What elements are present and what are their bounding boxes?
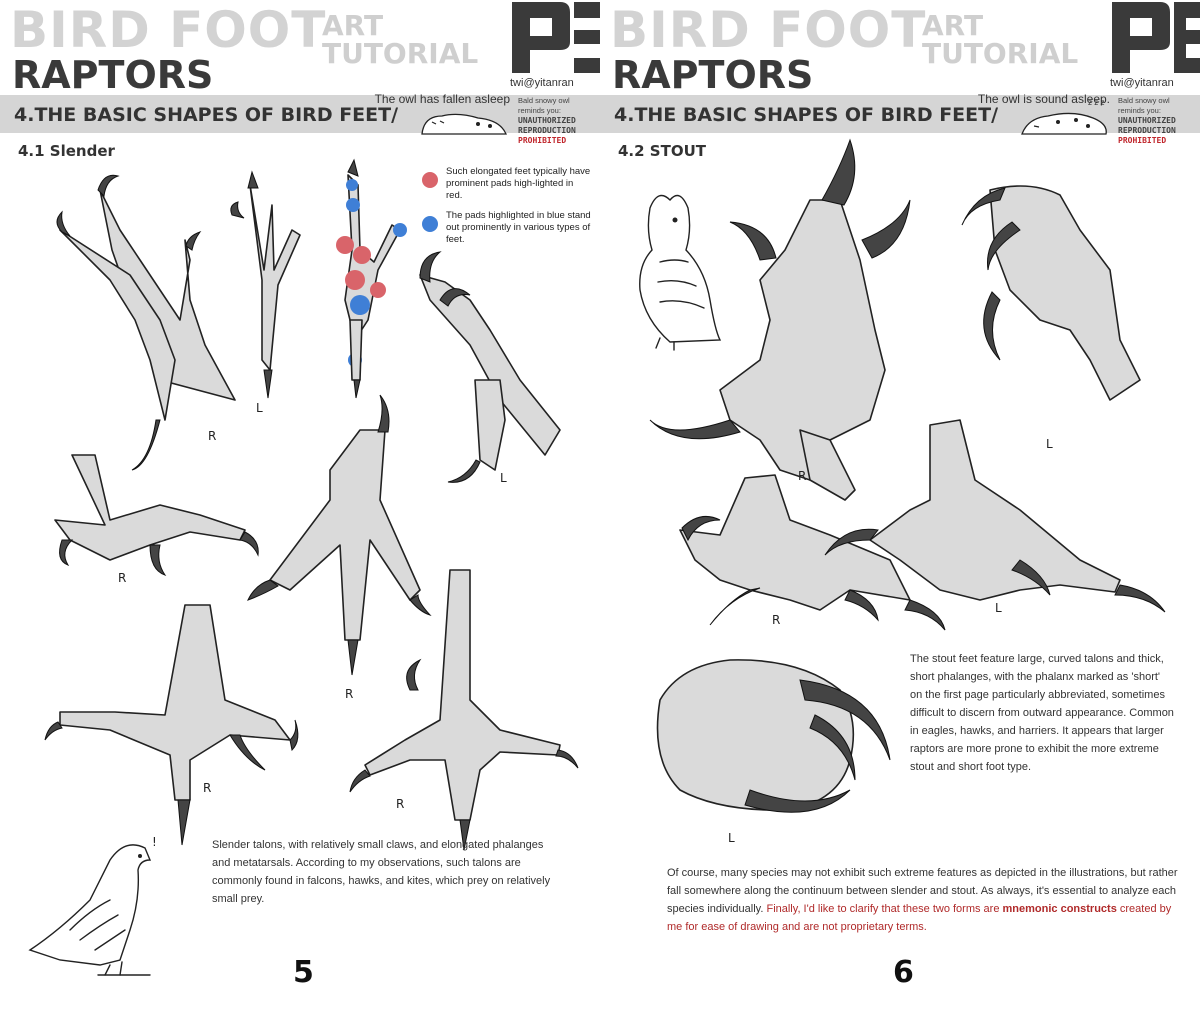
page-number: 5 xyxy=(293,955,314,990)
title-tutorial: TUTORIAL xyxy=(322,37,479,70)
foot-drawing xyxy=(44,604,299,846)
sleeping-owl-icon xyxy=(1021,112,1107,135)
foot-drawing xyxy=(656,659,891,813)
slender-description: Slender talons, with relatively small cl… xyxy=(212,839,551,905)
foot-label: R xyxy=(203,781,211,795)
foot-label: L xyxy=(728,831,735,845)
foot-drawing xyxy=(679,474,946,631)
title-raptors: RAPTORS xyxy=(12,53,214,97)
page-right: BIRD FOOT ART TUTORIAL RAPTORS twi@yitan… xyxy=(600,0,1200,1009)
pe-logo-icon xyxy=(1112,2,1200,73)
foot-label: L xyxy=(1046,437,1053,451)
legend-item-blue: The pads highlighted in blue stand out p… xyxy=(422,210,592,246)
title-bird-foot: BIRD FOOT xyxy=(10,1,327,59)
foot-drawing xyxy=(824,419,1166,613)
closing-text: Of course, many species may not exhibit … xyxy=(667,867,1178,915)
foot-label: L xyxy=(256,401,263,415)
eagle-sketch-icon xyxy=(639,194,722,351)
author-handle: twi@yitanran xyxy=(510,77,574,89)
warning-line: UNAUTHORIZED xyxy=(518,116,576,125)
foot-drawing xyxy=(54,454,259,576)
warning-line: Bald snowy owl xyxy=(518,96,570,105)
title-bird-foot: BIRD FOOT xyxy=(610,1,927,59)
slender-feet-illustration: R L L R R R R ! xyxy=(28,158,579,976)
foot-label: R xyxy=(798,469,806,483)
warning-notice: Bald snowy owl reminds you: UNAUTHORIZED… xyxy=(1118,96,1198,146)
foot-drawing xyxy=(419,251,561,483)
page-number: 6 xyxy=(893,955,914,990)
author-handle: twi@yitanran xyxy=(1110,77,1174,89)
foot-drawing xyxy=(247,394,432,676)
warning-line: PROHIBITED xyxy=(518,136,567,145)
red-dot-icon xyxy=(422,172,438,188)
title-art: ART xyxy=(922,9,984,42)
subheading-stout: 4.2 STOUT xyxy=(618,142,706,160)
stout-feet-illustration: R L R L L xyxy=(639,138,1166,845)
warning-line: reminds you: xyxy=(518,106,561,115)
title-art: ART xyxy=(322,9,384,42)
title-raptors: RAPTORS xyxy=(612,53,814,97)
section-title: 4.THE BASIC SHAPES OF BIRD FEET/ xyxy=(14,104,399,126)
foot-drawing xyxy=(230,170,301,399)
foot-drawing xyxy=(56,174,236,471)
title-tutorial: TUTORIAL xyxy=(922,37,1079,70)
foot-drawing xyxy=(961,185,1141,401)
foot-label: R xyxy=(118,571,126,585)
subheading-slender: 4.1 Slender xyxy=(18,142,115,160)
page-left: BIRD FOOT ART TUTORIAL RAPTORS twi@yitan… xyxy=(0,1,600,990)
foot-label: R xyxy=(345,687,353,701)
exclaim-mark: ! xyxy=(152,835,157,849)
warning-line: PROHIBITED xyxy=(1118,136,1167,145)
foot-label: R xyxy=(208,429,216,443)
hawk-sketch-icon xyxy=(28,844,152,976)
foot-label: L xyxy=(500,471,507,485)
foot-drawing xyxy=(649,138,911,501)
warning-line: Bald snowy owl xyxy=(1118,96,1170,105)
closing-emphasis: mnemonic constructs xyxy=(1002,903,1117,915)
title-art-tutorial: ART TUTORIAL xyxy=(922,12,1078,68)
warning-notice: Bald snowy owl reminds you: UNAUTHORIZED… xyxy=(518,96,598,146)
warning-line: reminds you: xyxy=(1118,106,1161,115)
pe-logo-icon xyxy=(512,2,600,73)
owl-note: The owl is sound asleep. xyxy=(977,92,1110,106)
legend-text: Such elongated feet typically have promi… xyxy=(446,166,591,201)
closing-note-end: created by me for ease of drawing and ar… xyxy=(667,903,1172,933)
sleeping-owl-icon xyxy=(421,113,507,135)
warning-line: REPRODUCTION xyxy=(1118,126,1176,135)
pad-legend: Such elongated feet typically have promi… xyxy=(422,166,592,254)
zzz-text: z z z xyxy=(1088,98,1105,107)
title-art-tutorial: ART TUTORIAL xyxy=(322,12,478,68)
foot-label: L xyxy=(995,601,1002,615)
blue-dot-icon xyxy=(422,216,438,232)
legend-item-red: Such elongated feet typically have promi… xyxy=(422,166,592,202)
foot-drawing-pads xyxy=(336,158,407,399)
closing-paragraph: Of course, many species may not exhibit … xyxy=(667,864,1187,936)
legend-text: The pads highlighted in blue stand out p… xyxy=(446,210,591,245)
warning-line: UNAUTHORIZED xyxy=(1118,116,1176,125)
foot-label: R xyxy=(396,797,404,811)
stout-description: The stout feet feature large, curved tal… xyxy=(910,653,1174,773)
foot-label: R xyxy=(772,613,780,627)
foot-drawing xyxy=(349,569,579,851)
owl-note: The owl has fallen asleep xyxy=(374,92,510,106)
warning-line: REPRODUCTION xyxy=(518,126,576,135)
closing-note: Finally, I'd like to clarify that these … xyxy=(766,903,1003,915)
section-title: 4.THE BASIC SHAPES OF BIRD FEET/ xyxy=(614,104,999,126)
